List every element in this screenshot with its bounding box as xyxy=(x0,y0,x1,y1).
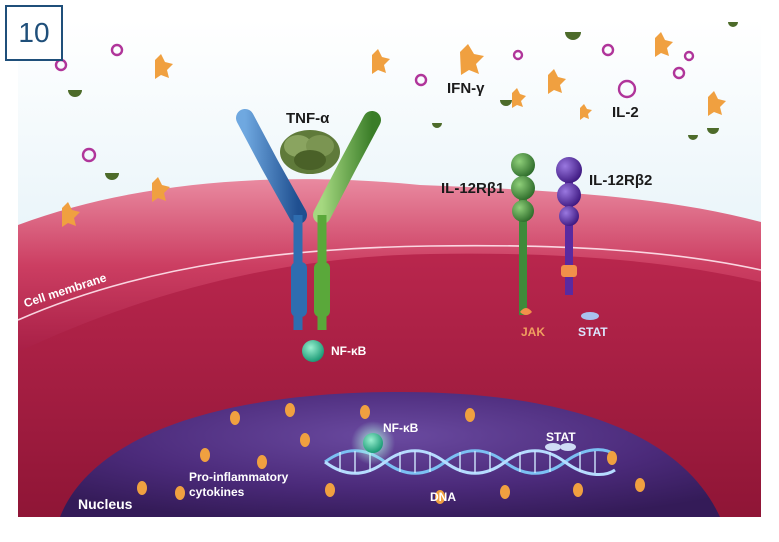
nfkb-protein xyxy=(302,340,324,362)
stat-dimer xyxy=(545,443,561,451)
label-ifn-gamma: IFN-γ xyxy=(447,80,485,97)
label-pro-inflammatory-line2: cytokines xyxy=(189,485,245,499)
label-nfkb-nucleus: NF-κB xyxy=(383,421,419,435)
label-pro-inflammatory-line1: Pro-inflammatory xyxy=(189,470,289,484)
nfkb-protein-nucleus xyxy=(363,433,383,453)
tnf-alpha-molecule xyxy=(280,130,340,174)
label-il12rb2: IL-12Rβ2 xyxy=(589,172,653,189)
label-stat-nucleus: STAT xyxy=(546,430,576,444)
pro-inflammatory-cytokines xyxy=(137,403,645,504)
label-il12rb1: IL-12Rβ1 xyxy=(441,180,505,197)
label-il-2: IL-2 xyxy=(612,104,639,121)
jak-kinase xyxy=(520,308,532,315)
tnf-receptor xyxy=(236,109,381,330)
stat-protein xyxy=(581,312,599,320)
label-tnf-alpha: TNF-α xyxy=(286,110,330,127)
ifn-gamma-molecules xyxy=(62,32,726,227)
membrane-outline xyxy=(17,244,762,321)
il12rb2-receptor xyxy=(556,157,582,295)
figure-number-box: 10 xyxy=(5,5,63,61)
label-pro-inflammatory: Pro-inflammatory cytokines xyxy=(189,470,288,500)
stat-dimer xyxy=(560,443,576,451)
il12rb1-receptor xyxy=(511,153,535,315)
label-dna: DNA xyxy=(430,490,456,504)
label-jak: JAK xyxy=(521,325,546,339)
small-protein-shells xyxy=(68,22,738,180)
label-nfkb-cytoplasm: NF-κB xyxy=(331,344,367,358)
label-nucleus: Nucleus xyxy=(78,496,133,512)
label-stat-cytoplasm: STAT xyxy=(578,325,608,339)
